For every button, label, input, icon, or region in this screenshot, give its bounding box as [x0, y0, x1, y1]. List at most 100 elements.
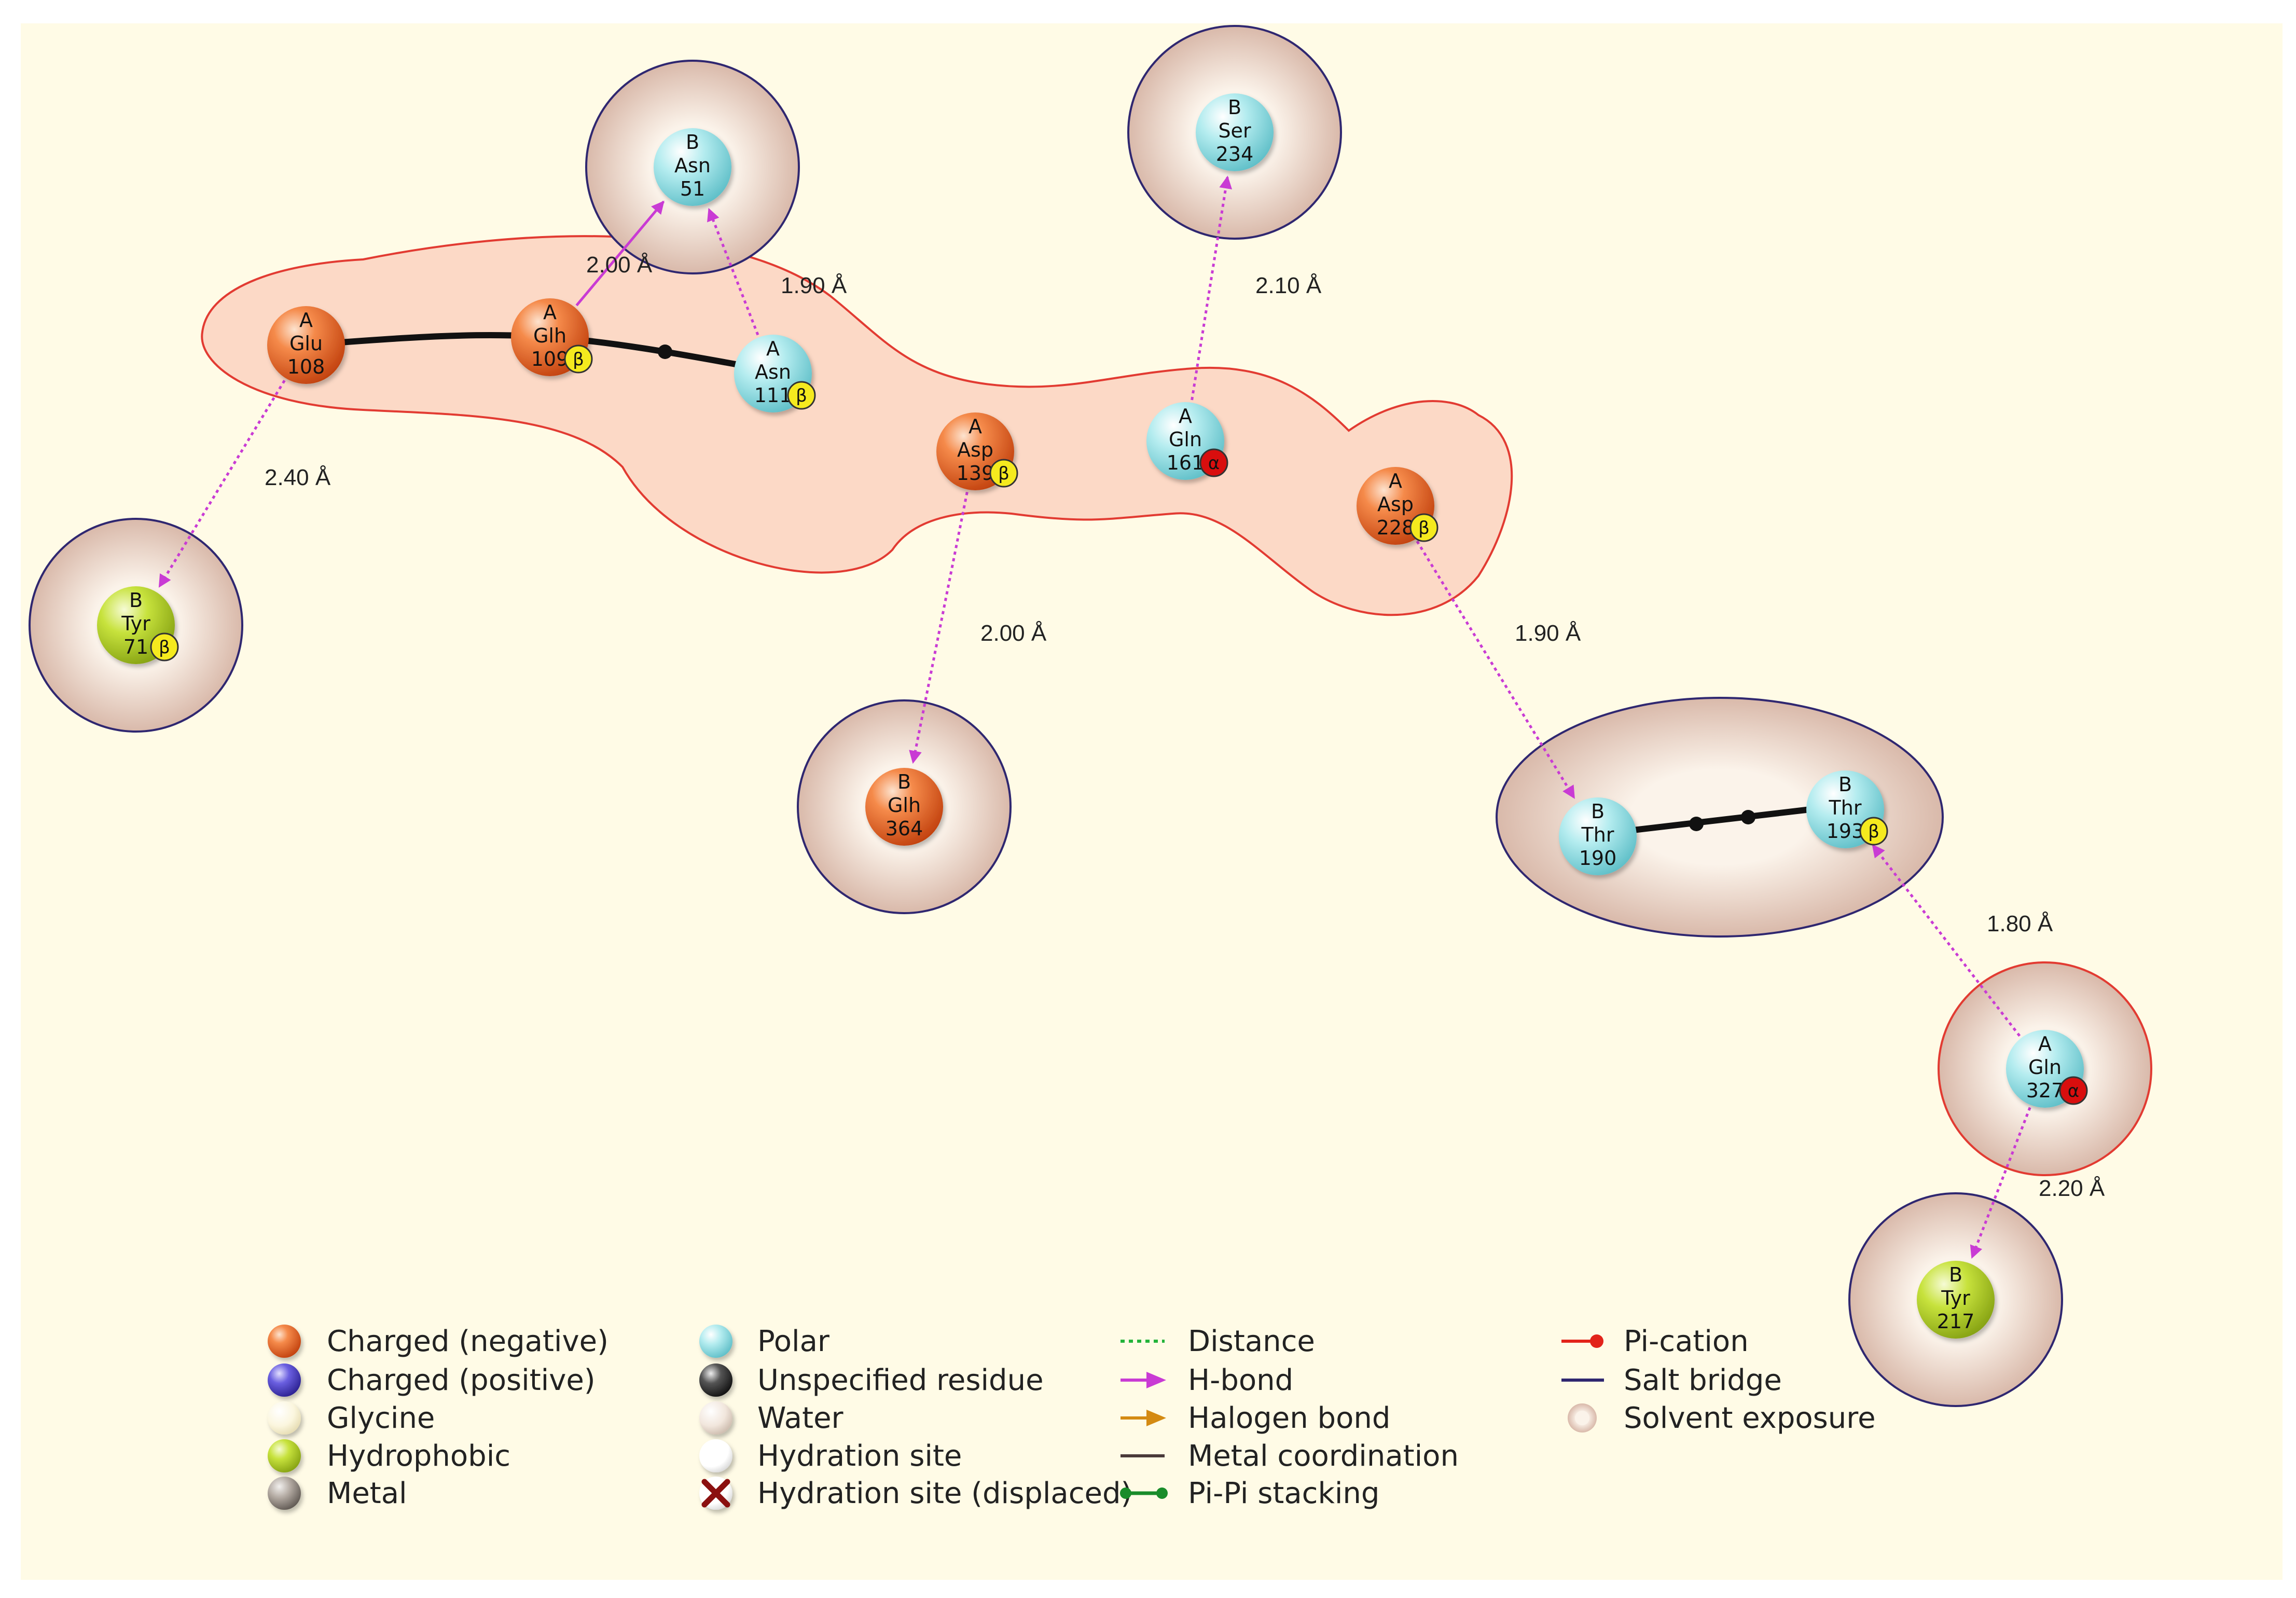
- alpha-helix-badge: [1199, 448, 1228, 477]
- legend-label: Hydration site: [757, 1439, 962, 1473]
- secondary-structure-label: α: [2068, 1081, 2079, 1101]
- legend-label: Pi-Pi stacking: [1188, 1477, 1379, 1510]
- legend-label: Charged (positive): [327, 1363, 596, 1397]
- legend-label: Salt bridge: [1624, 1363, 1782, 1397]
- legend-item: Pi-Pi stacking: [1120, 1477, 1379, 1510]
- residue-name: Glh: [533, 324, 566, 347]
- legend-item: Charged (negative): [268, 1325, 608, 1358]
- h-bond-line: [1416, 540, 1575, 799]
- h-bond-distance-label: 2.00 Å: [980, 621, 1047, 646]
- beta-strand-badge: [1409, 513, 1439, 542]
- legend-label: Hydrophobic: [327, 1439, 510, 1473]
- residue-name: Tyr: [1941, 1287, 1970, 1310]
- legend-label: Polar: [757, 1325, 830, 1358]
- residue-chain: A: [766, 337, 780, 360]
- beta-strand-badge: [1859, 817, 1888, 846]
- residue-num: 234: [1216, 143, 1254, 166]
- beta-strand-badge: [989, 459, 1018, 488]
- residue-chain: B: [1591, 800, 1605, 823]
- residue-chain: B: [686, 131, 699, 154]
- residue-name: Asp: [1377, 493, 1414, 516]
- secondary-structure-label: β: [796, 385, 807, 406]
- ligand-atom: [1689, 817, 1704, 831]
- ligand-atom: [1741, 810, 1755, 824]
- residue-num: 228: [1377, 516, 1415, 539]
- residue-chain: B: [129, 589, 143, 612]
- legend-item: H-bond: [1121, 1363, 1293, 1397]
- displaced-x-icon: [701, 1479, 730, 1508]
- residue-sphere: [267, 306, 345, 384]
- residue-chain: B: [1949, 1263, 1962, 1286]
- legend-label: Charged (negative): [327, 1325, 608, 1358]
- h-bond-distance-label: 2.40 Å: [265, 465, 331, 490]
- alpha-helix-badge: [2059, 1076, 2088, 1105]
- residue-chain: A: [299, 309, 313, 332]
- residue-name: Gln: [1169, 428, 1202, 451]
- h-bond-distance-label: 2.10 Å: [1255, 273, 1322, 298]
- residue-sphere: [1917, 1261, 1995, 1339]
- residue-num: 364: [886, 817, 923, 840]
- residue-chain: A: [543, 301, 557, 324]
- legend-label: Pi-cation: [1624, 1325, 1749, 1358]
- h-bond-line: [707, 208, 759, 336]
- residue-num: 111: [754, 384, 792, 407]
- h-bond-line: [909, 491, 969, 764]
- residue-name: Gln: [2028, 1056, 2062, 1079]
- legend-label: H-bond: [1188, 1363, 1293, 1397]
- legend-label: Unspecified residue: [757, 1363, 1044, 1397]
- legend-label: Distance: [1188, 1325, 1315, 1358]
- residue-num: 190: [1579, 847, 1617, 870]
- h-bond-distance-label: 2.20 Å: [2039, 1176, 2105, 1201]
- residue-chain: A: [969, 415, 982, 438]
- legend-label: Metal: [327, 1477, 407, 1510]
- residue-name: Glh: [888, 794, 921, 817]
- residue-name: Thr: [1581, 823, 1614, 846]
- legend-item: Distance: [1121, 1325, 1315, 1358]
- legend-item: Hydrophobic: [268, 1439, 510, 1473]
- residue-num: 217: [1937, 1310, 1975, 1333]
- residue-name: Asp: [957, 438, 993, 461]
- legend-label: Metal coordination: [1188, 1439, 1459, 1473]
- beta-strand-badge: [564, 345, 593, 374]
- legend-label: Halogen bond: [1188, 1401, 1390, 1435]
- residue-num: 139: [957, 462, 994, 485]
- legend-item: Salt bridge: [1561, 1363, 1782, 1397]
- residue-num: 327: [2026, 1079, 2064, 1102]
- secondary-structure-label: β: [159, 637, 170, 658]
- h-bond-line: [575, 200, 665, 307]
- legend-item: Charged (positive): [268, 1363, 596, 1397]
- h-bond-distance-label: 1.90 Å: [781, 273, 847, 298]
- legend: Charged (negative) Charged (positive) Gl…: [268, 1325, 1876, 1510]
- legend-item: Metal: [268, 1477, 407, 1510]
- residue-name: Ser: [1218, 119, 1251, 142]
- legend-item: Unspecified residue: [699, 1363, 1044, 1397]
- residue-chain: B: [897, 770, 911, 793]
- secondary-structure-label: β: [1418, 518, 1430, 539]
- ligand-atom: [658, 345, 672, 359]
- residue-num: 71: [123, 636, 148, 658]
- legend-item: Hydration site (displaced): [699, 1477, 1132, 1510]
- residue-chain: A: [1179, 405, 1192, 428]
- residue-sphere: [654, 128, 731, 206]
- residue-chain: B: [1838, 773, 1852, 796]
- secondary-structure-label: β: [573, 349, 584, 370]
- residue-num: 108: [287, 355, 325, 378]
- legend-item: Water: [699, 1401, 844, 1435]
- beta-strand-badge: [787, 381, 816, 410]
- secondary-structure-label: β: [1868, 821, 1879, 842]
